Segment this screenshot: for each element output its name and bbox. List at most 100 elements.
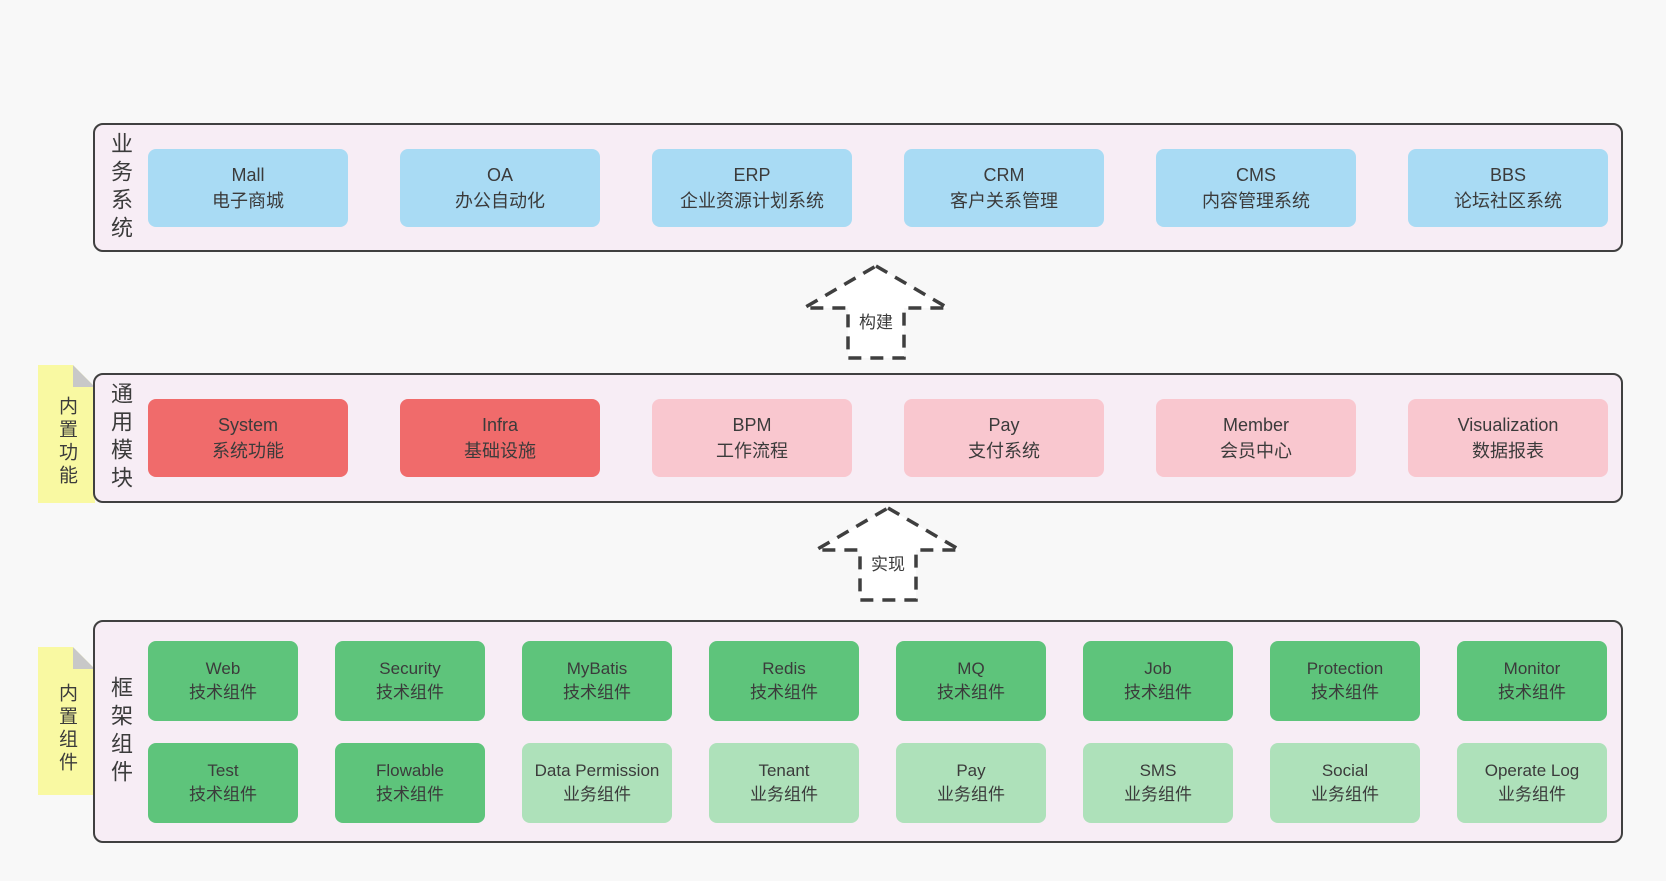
box-subtitle: 支付系统	[968, 441, 1040, 461]
tab-label: 内置组件	[56, 683, 77, 775]
box-title: Infra	[481, 415, 519, 435]
box-subtitle: 业务组件	[937, 784, 1005, 804]
box-subtitle: 技术组件	[1498, 682, 1566, 702]
layer-label-modules: 通用模块	[108, 382, 133, 494]
box-subtitle: 业务组件	[1124, 784, 1192, 804]
box-title: System	[217, 415, 278, 435]
box-subtitle: 论坛社区系统	[1454, 190, 1562, 211]
fold-corner-icon	[73, 365, 95, 387]
box-bbs: BBS 论坛社区系统	[1408, 148, 1608, 227]
business-boxes: Mall 电子商城 OA 办公自动化 ERP 企业资源计划系统 CRM 客户关系…	[148, 148, 1608, 227]
box-sms: SMS 业务组件	[1083, 742, 1233, 823]
box-title: Security	[379, 658, 441, 678]
box-subtitle: 技术组件	[189, 682, 257, 702]
box-bpm: BPM 工作流程	[652, 399, 852, 477]
box-erp: ERP 企业资源计划系统	[652, 148, 852, 227]
box-subtitle: 技术组件	[1311, 682, 1379, 702]
box-mall: Mall 电子商城	[148, 148, 348, 227]
box-pay: Pay 支付系统	[904, 399, 1104, 477]
box-security: Security 技术组件	[335, 640, 485, 721]
box-title: Social	[1321, 760, 1369, 780]
box-title: Pay	[988, 415, 1020, 435]
box-title: Mall	[231, 164, 265, 185]
box-title: MQ	[957, 658, 985, 678]
box-subtitle: 会员中心	[1220, 441, 1292, 461]
box-subtitle: 技术组件	[563, 682, 631, 702]
box-subtitle: 电子商城	[212, 190, 284, 211]
box-subtitle: 工作流程	[716, 441, 788, 461]
box-subtitle: 技术组件	[750, 682, 818, 702]
box-title: ERP	[733, 164, 771, 185]
box-subtitle: 业务组件	[750, 784, 818, 804]
box-monitor: Monitor 技术组件	[1457, 640, 1607, 721]
box-title: Flowable	[375, 760, 445, 780]
box-title: SMS	[1139, 760, 1177, 780]
arrow-label: 实现	[868, 550, 908, 575]
fold-corner-icon	[73, 647, 95, 669]
box-infra: Infra 基础设施	[400, 399, 600, 477]
component-row-2: Test 技术组件 Flowable 技术组件 Data Permission …	[148, 742, 1607, 823]
box-title: CRM	[983, 164, 1025, 185]
box-test: Test 技术组件	[148, 742, 298, 823]
layer-label-components: 框架组件	[108, 675, 133, 788]
layer-label-business: 业务系统	[108, 131, 133, 244]
box-oa: OA 办公自动化	[400, 148, 600, 227]
box-subtitle: 技术组件	[376, 682, 444, 702]
box-subtitle: 系统功能	[212, 441, 284, 461]
box-member: Member 会员中心	[1156, 399, 1356, 477]
box-subtitle: 业务组件	[1311, 784, 1379, 804]
box-title: Visualization	[1457, 415, 1559, 435]
box-cms: CMS 内容管理系统	[1156, 148, 1356, 227]
box-title: Monitor	[1503, 658, 1561, 678]
box-subtitle: 办公自动化	[455, 190, 545, 211]
box-title: BBS	[1489, 164, 1527, 185]
box-tenant: Tenant 业务组件	[709, 742, 859, 823]
box-subtitle: 企业资源计划系统	[680, 190, 824, 211]
box-data-permission: Data Permission 业务组件	[522, 742, 672, 823]
business-systems-layer: 业务系统 Mall 电子商城 OA 办公自动化 ERP 企业资源计划系统 CRM…	[93, 123, 1623, 252]
box-title: BPM	[732, 415, 772, 435]
box-job: Job 技术组件	[1083, 640, 1233, 721]
box-system: System 系统功能	[148, 399, 348, 477]
box-title: CMS	[1236, 164, 1276, 185]
box-subtitle: 内容管理系统	[1202, 190, 1310, 211]
box-title: Operate Log	[1484, 760, 1580, 780]
framework-components-layer: 框架组件 Web 技术组件 Security 技术组件 MyBatis 技术组件…	[93, 620, 1623, 843]
box-title: Test	[207, 760, 239, 780]
box-title: Job	[1144, 658, 1172, 678]
box-visualization: Visualization 数据报表	[1408, 399, 1608, 477]
box-redis: Redis 技术组件	[709, 640, 859, 721]
box-subtitle: 数据报表	[1472, 441, 1544, 461]
box-mybatis: MyBatis 技术组件	[522, 640, 672, 721]
tab-label: 内置功能	[56, 396, 77, 488]
box-title: OA	[486, 164, 513, 185]
sticky-tab-built-in-components: 内置组件	[38, 647, 95, 795]
implement-arrow: 实现	[812, 504, 964, 604]
box-subtitle: 基础设施	[464, 441, 536, 461]
component-row-1: Web 技术组件 Security 技术组件 MyBatis 技术组件 Redi…	[148, 640, 1607, 721]
box-title: Redis	[762, 658, 806, 678]
box-title: Pay	[956, 760, 986, 780]
build-arrow: 构建	[800, 262, 952, 362]
sticky-tab-built-in-features: 内置功能	[38, 365, 95, 503]
box-crm: CRM 客户关系管理	[904, 148, 1104, 227]
box-social: Social 业务组件	[1270, 742, 1420, 823]
common-modules-layer: 通用模块 System 系统功能 Infra 基础设施 BPM 工作流程 Pay…	[93, 373, 1623, 503]
box-subtitle: 技术组件	[937, 682, 1005, 702]
arrow-label: 构建	[856, 308, 896, 333]
box-title: Web	[205, 658, 241, 678]
box-subtitle: 技术组件	[376, 784, 444, 804]
box-subtitle: 技术组件	[1124, 682, 1192, 702]
box-subtitle: 技术组件	[189, 784, 257, 804]
box-mq: MQ 技术组件	[896, 640, 1046, 721]
box-title: MyBatis	[566, 658, 628, 678]
box-flowable: Flowable 技术组件	[335, 742, 485, 823]
box-pay-biz: Pay 业务组件	[896, 742, 1046, 823]
box-title: Member	[1222, 415, 1289, 435]
box-title: Tenant	[758, 760, 810, 780]
box-protection: Protection 技术组件	[1270, 640, 1420, 721]
box-subtitle: 客户关系管理	[950, 190, 1058, 211]
box-operate-log: Operate Log 业务组件	[1457, 742, 1607, 823]
box-subtitle: 业务组件	[1498, 784, 1566, 804]
module-boxes: System 系统功能 Infra 基础设施 BPM 工作流程 Pay 支付系统…	[148, 399, 1608, 477]
